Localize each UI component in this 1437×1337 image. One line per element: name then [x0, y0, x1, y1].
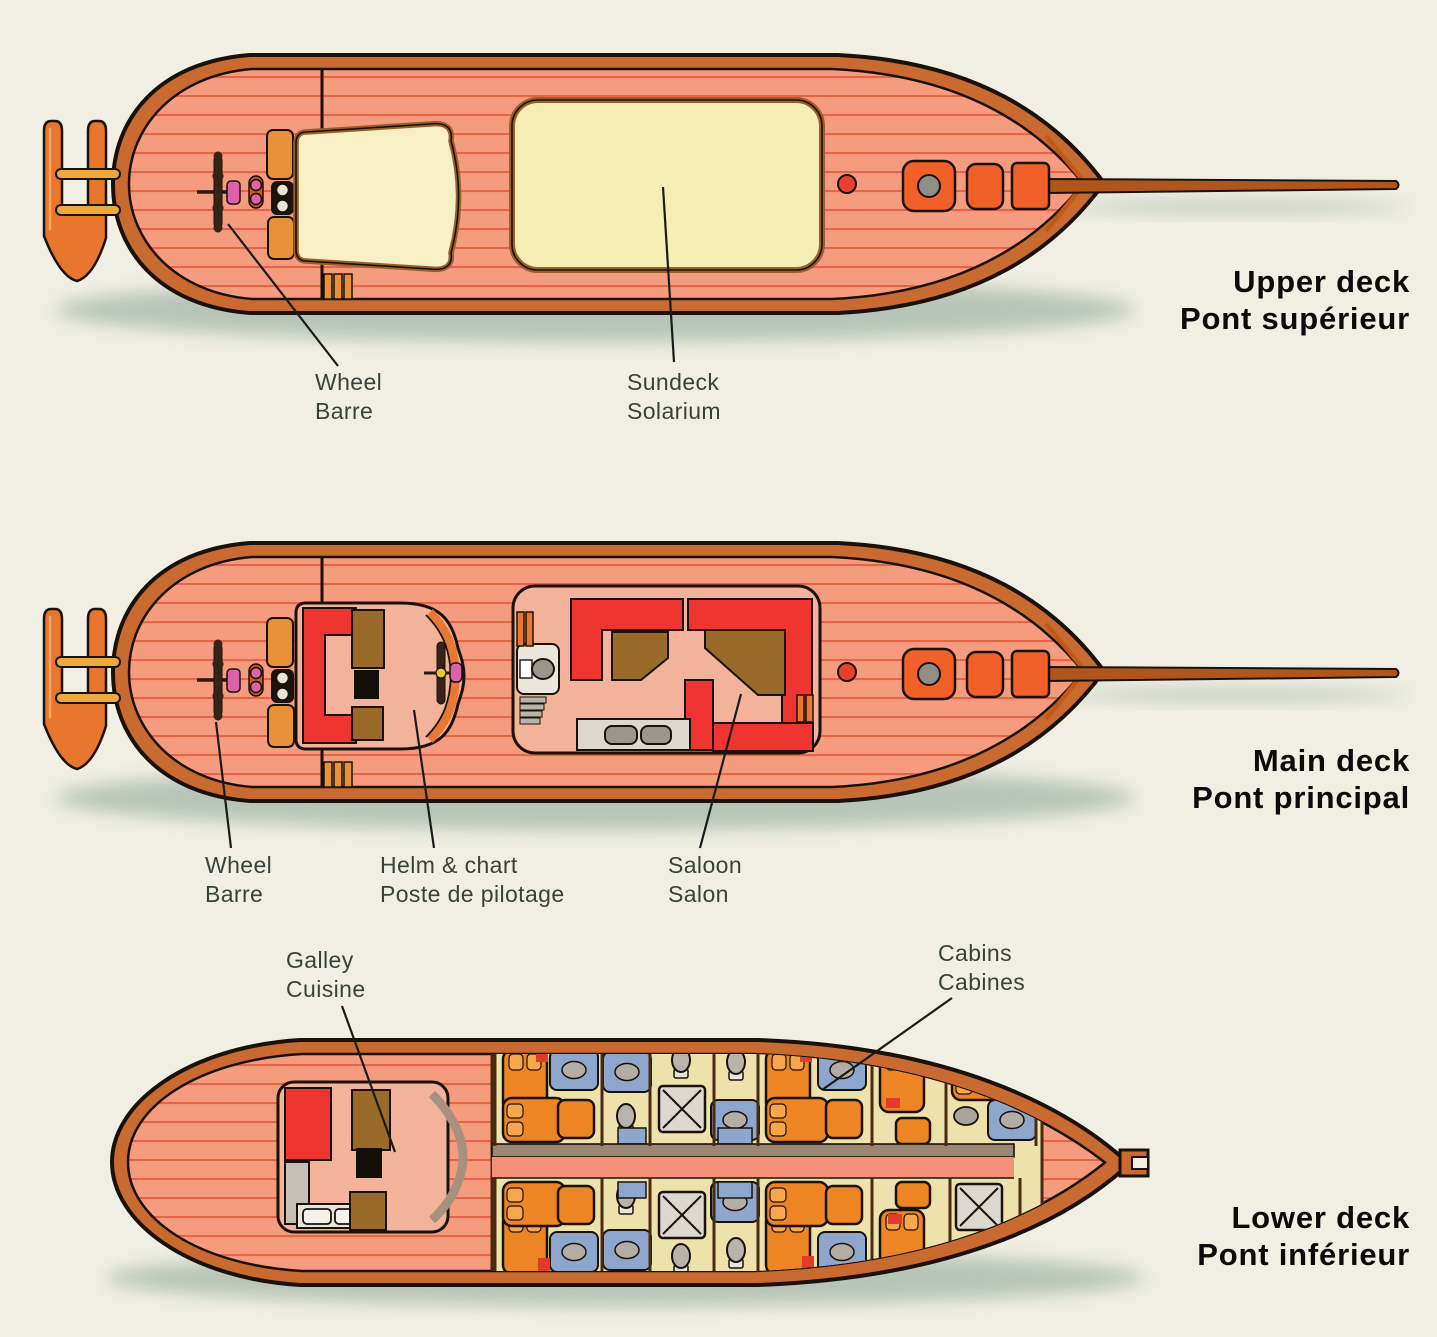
deck-title-upper: Upper deck Pont supérieur — [990, 263, 1410, 337]
windshield — [428, 1090, 468, 1224]
saloon — [511, 584, 822, 755]
deck-title-upper-en: Upper deck — [1233, 264, 1410, 299]
stove — [356, 1148, 382, 1178]
callout-fr: Barre — [205, 881, 264, 907]
saloon-table — [611, 631, 669, 681]
galley — [276, 1080, 468, 1234]
helm-cockpit — [294, 601, 466, 751]
chart-table — [351, 706, 384, 741]
callout-fr: Poste de pilotage — [380, 881, 565, 907]
saloon-sofa — [570, 598, 684, 681]
callout-en: Wheel — [315, 369, 383, 395]
leader-main-wheel — [214, 721, 233, 849]
callout-saloon: Saloon Salon — [668, 851, 742, 909]
deck-title-main-en: Main deck — [1252, 743, 1410, 778]
callout-en: Galley — [286, 947, 354, 973]
deck-title-lower-fr: Pont inférieur — [1197, 1237, 1410, 1272]
leader-saloon — [698, 693, 743, 849]
callout-fr: Cabines — [938, 969, 1026, 995]
cabin-accents — [536, 1054, 902, 1271]
sink — [640, 725, 672, 745]
callout-galley: Galley Cuisine — [286, 946, 366, 1004]
helm-wheel-icon — [424, 641, 463, 705]
saloon-table — [704, 629, 786, 696]
galley-bench — [284, 1087, 332, 1161]
deck-title-main: Main deck Pont principal — [990, 742, 1410, 816]
leader-helm — [412, 709, 436, 849]
callout-en: Wheel — [205, 852, 273, 878]
deck-title-lower-en: Lower deck — [1231, 1200, 1410, 1235]
deck-title-upper-fr: Pont supérieur — [1180, 301, 1410, 336]
callout-fr: Solarium — [627, 398, 721, 424]
callout-fr: Barre — [315, 398, 374, 424]
galley-table — [349, 1191, 387, 1231]
leader-cabins — [821, 997, 953, 1091]
leader-galley — [340, 1005, 397, 1153]
console — [354, 670, 379, 699]
callout-fr: Salon — [668, 881, 729, 907]
callout-en: Sundeck — [627, 369, 720, 395]
callout-en: Saloon — [668, 852, 743, 878]
cabin-walls — [493, 1054, 1038, 1146]
chart-table — [351, 609, 385, 669]
callout-main-wheel: Wheel Barre — [205, 851, 272, 909]
callout-helm-chart: Helm & chart Poste de pilotage — [380, 851, 565, 909]
callout-en: Cabins — [938, 940, 1012, 966]
deck-title-lower: Lower deck Pont inférieur — [990, 1199, 1410, 1273]
sink — [302, 1208, 332, 1225]
corridor — [491, 1143, 1015, 1179]
lower-deck-plan — [105, 1038, 1150, 1306]
leader-upper-wheel — [227, 223, 339, 367]
upper-deck-plan — [44, 55, 1410, 342]
toilet-icon — [531, 658, 555, 680]
leader-lines — [214, 186, 953, 1153]
aft-cabin-roof — [293, 120, 462, 273]
cabin-walls — [493, 1178, 1022, 1271]
main-deck-plan — [44, 543, 1410, 830]
callout-en: Helm & chart — [380, 852, 518, 878]
bow-fitting — [1118, 1148, 1150, 1178]
callout-fr: Cuisine — [286, 976, 366, 1002]
companionway-stairs — [519, 696, 547, 725]
leader-sundeck — [661, 186, 676, 363]
cabin-block — [490, 1054, 1044, 1271]
callout-upper-wheel: Wheel Barre — [315, 368, 382, 426]
deck-title-main-fr: Pont principal — [1192, 780, 1410, 815]
callout-sundeck: Sundeck Solarium — [627, 368, 721, 426]
sink — [604, 725, 638, 745]
callout-cabins: Cabins Cabines — [938, 939, 1025, 997]
